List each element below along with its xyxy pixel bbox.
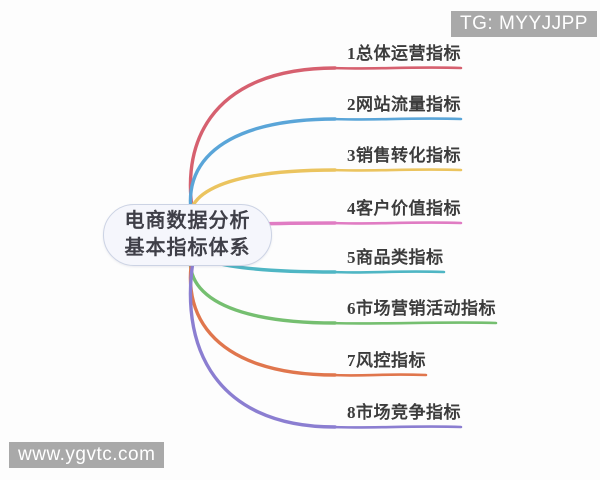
branch-underline-2: [328, 117, 463, 121]
website-watermark: www.ygvtc.com: [9, 442, 165, 468]
branch-label-4[interactable]: 4客户价值指标: [347, 199, 461, 218]
branch-underline-3: [328, 168, 463, 172]
branch-underline-6: [328, 321, 498, 325]
branch-underline-7: [328, 373, 428, 377]
branch-underline-1: [328, 66, 463, 70]
central-topic-line1: 电商数据分析: [124, 210, 251, 232]
branch-label-6[interactable]: 6市场营销活动指标: [347, 299, 496, 318]
branch-curve-8: [188, 234, 337, 429]
branch-underline-4: [328, 221, 463, 225]
branch-label-2[interactable]: 2网站流量指标: [347, 95, 461, 114]
telegram-watermark: TG: MYYJJPP: [451, 11, 597, 37]
branch-label-5[interactable]: 5商品类指标: [347, 248, 444, 267]
branch-label-8[interactable]: 8市场竞争指标: [347, 403, 461, 422]
branch-label-3[interactable]: 3销售转化指标: [347, 146, 461, 165]
branch-underline-5: [328, 270, 446, 274]
central-topic-line2: 基本指标体系: [124, 237, 251, 259]
central-topic-node[interactable]: 电商数据分析 基本指标体系: [103, 204, 272, 266]
branch-label-1[interactable]: 1总体运营指标: [347, 44, 461, 63]
branch-underline-8: [328, 425, 463, 429]
branch-label-7[interactable]: 7风控指标: [347, 351, 426, 370]
